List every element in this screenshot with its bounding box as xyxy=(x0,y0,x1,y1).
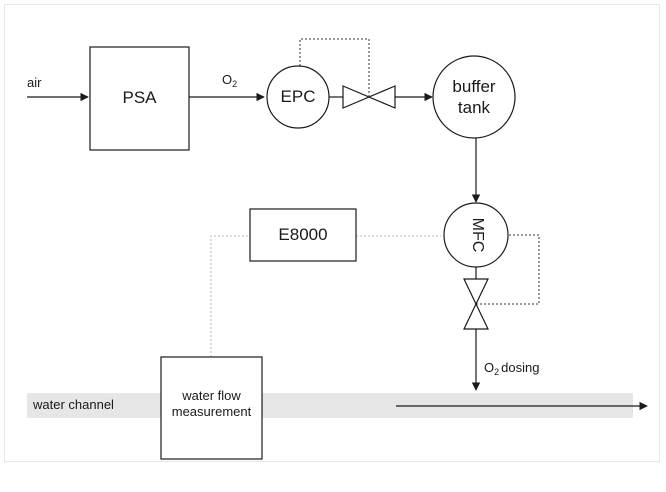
o2-dosing-subscript: 2 xyxy=(494,367,500,377)
diagram-frame xyxy=(4,4,660,462)
e8000-label: E8000 xyxy=(278,225,328,244)
feedback-line-epc xyxy=(299,38,370,96)
o2-dosing-word: dosing xyxy=(501,360,540,375)
psa-label: PSA xyxy=(122,88,157,107)
water-flow-measurement-line2: measurement xyxy=(171,404,252,419)
signal-lines xyxy=(210,235,441,357)
water-flow-measurement-label: water flow measurement xyxy=(161,388,262,420)
buffer-tank-circle xyxy=(432,55,516,139)
o2-label: O2 xyxy=(222,72,238,89)
feedback-line-mfc xyxy=(476,234,540,305)
buffer-tank-label-line1: buffer xyxy=(452,77,496,96)
water-flow-measurement-line1: water flow xyxy=(182,388,241,403)
buffer-tank-label: buffer tank xyxy=(433,76,515,118)
water-channel-label: water channel xyxy=(33,397,114,412)
e8000-box xyxy=(249,208,357,262)
buffer-tank-label-line2: tank xyxy=(457,98,491,117)
psa-box xyxy=(89,46,190,151)
feedback-lines xyxy=(299,38,540,305)
air-label: air xyxy=(27,75,42,90)
mfc-label: MFC xyxy=(469,217,486,253)
signal-line-wfm-e8000 xyxy=(210,235,250,357)
o2-label-subscript: 2 xyxy=(232,79,238,89)
o2-dosing-base: O xyxy=(484,360,495,375)
epc-label: EPC xyxy=(280,87,316,106)
o2-label-base: O xyxy=(222,72,233,87)
water-flow-measurement-box xyxy=(160,356,263,460)
epc-valve-icon xyxy=(342,85,396,109)
